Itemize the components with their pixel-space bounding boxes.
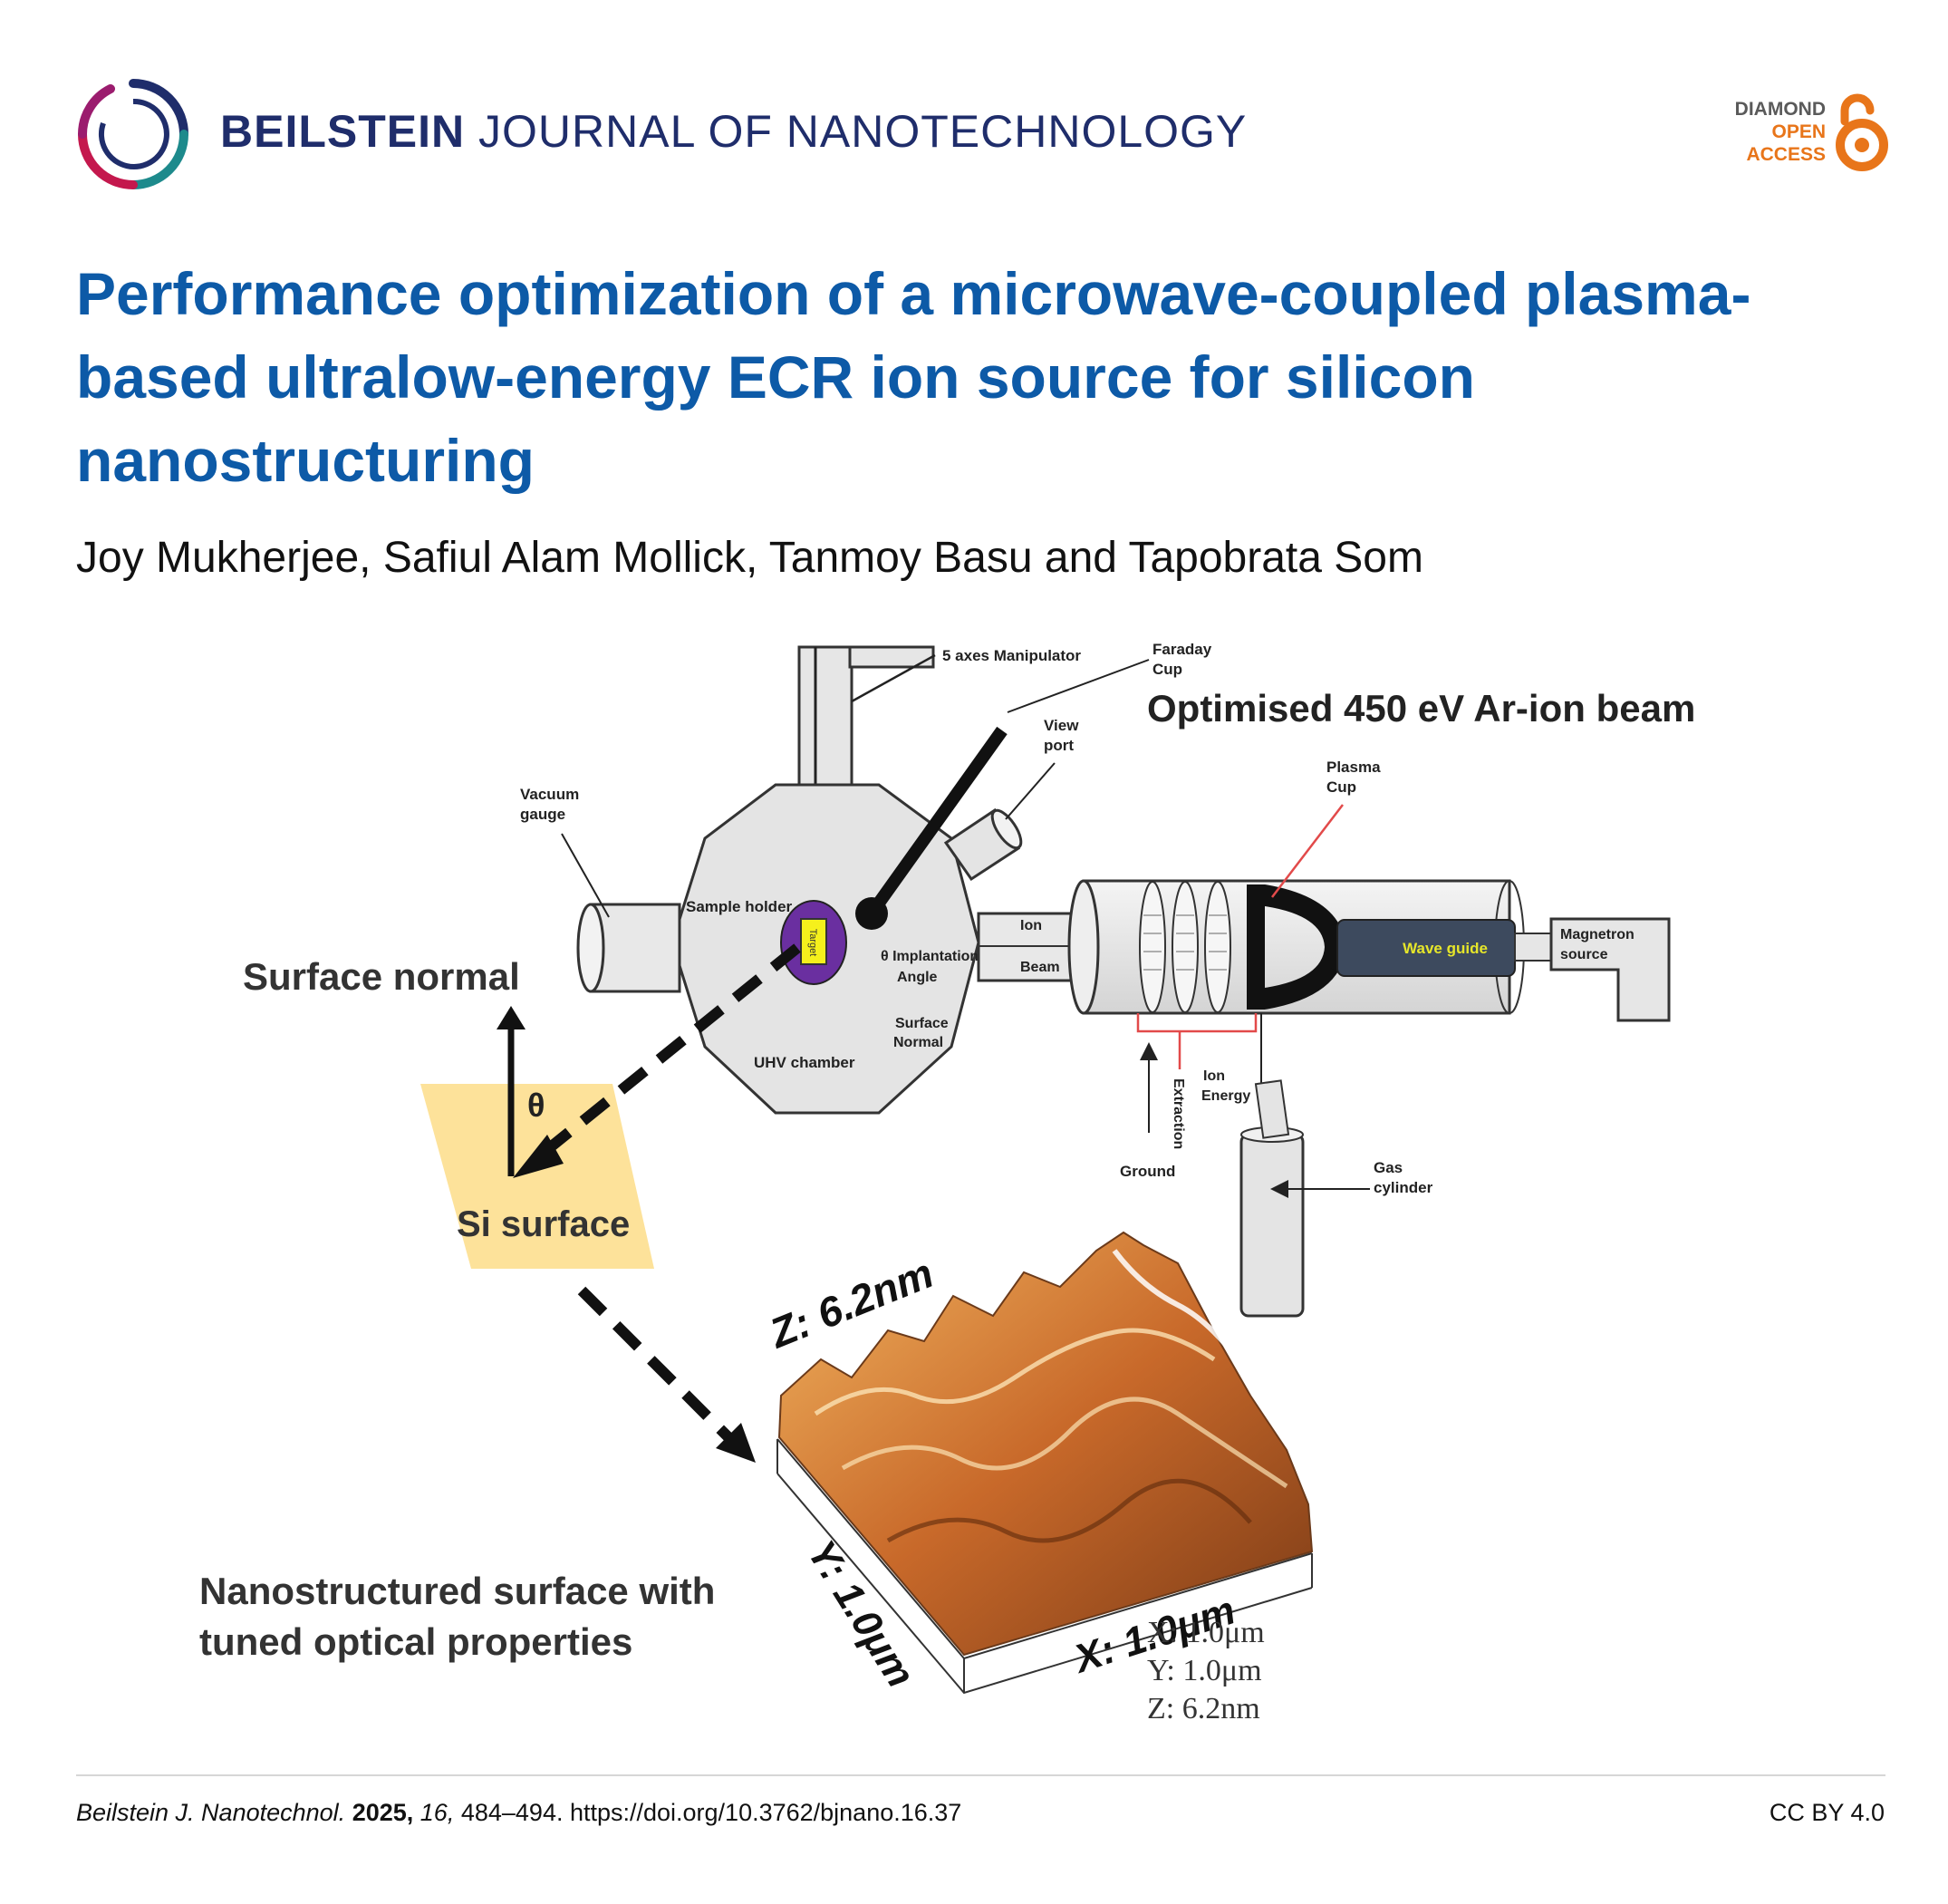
nanostructured-label-1: Nanostructured surface with xyxy=(199,1570,715,1612)
citation-journal: Beilstein J. Nanotechnol. xyxy=(76,1799,345,1826)
citation: Beilstein J. Nanotechnol. 2025, 16, 484–… xyxy=(76,1799,961,1827)
afm-legend-x: X: 1.0μm xyxy=(1147,1616,1265,1649)
theta-label: θ xyxy=(527,1087,545,1124)
afm-legend-y: Y: 1.0μm xyxy=(1147,1654,1262,1687)
ion-energy-label-1: Ion xyxy=(1203,1068,1225,1084)
uhv-chamber-label: UHV chamber xyxy=(754,1054,855,1071)
footer-divider xyxy=(76,1774,1885,1776)
magnetron-label-1: Magnetron xyxy=(1560,927,1635,942)
faraday-label-1: Faraday xyxy=(1152,641,1212,658)
faraday-label-2: Cup xyxy=(1152,661,1182,678)
surface-normal-small-2: Normal xyxy=(893,1035,943,1050)
beam-title: Optimised 450 eV Ar-ion beam xyxy=(1147,687,1695,730)
ion-energy-label-2: Energy xyxy=(1201,1088,1250,1104)
ion-beam-label-2: Beam xyxy=(1020,960,1060,975)
surface-normal-small-1: Surface xyxy=(895,1016,949,1031)
plasma-label-2: Cup xyxy=(1326,778,1356,796)
view-label-2: port xyxy=(1044,737,1074,754)
gas-cylinder xyxy=(1241,1080,1303,1316)
view-label-1: View xyxy=(1044,717,1079,734)
citation-year: 2025, xyxy=(352,1799,414,1826)
plasma-label-1: Plasma xyxy=(1326,759,1381,776)
gas-label-1: Gas xyxy=(1374,1159,1403,1176)
license-label[interactable]: CC BY 4.0 xyxy=(1770,1799,1885,1827)
implantation-label-1: θ Implantation xyxy=(881,949,979,964)
ground-label: Ground xyxy=(1120,1163,1175,1180)
implantation-label-2: Angle xyxy=(897,970,938,985)
extraction-grids xyxy=(1140,882,1230,1012)
ion-beam-label-1: Ion xyxy=(1020,918,1042,933)
wave-guide-label: Wave guide xyxy=(1403,940,1488,957)
nanostructured-label-2: tuned optical properties xyxy=(199,1620,632,1663)
vacuum-label-1: Vacuum xyxy=(520,786,579,803)
citation-doi-link[interactable]: 484–494. https://doi.org/10.3762/bjnano.… xyxy=(461,1799,961,1826)
gas-label-2: cylinder xyxy=(1374,1179,1433,1196)
target-label: Target xyxy=(807,929,818,957)
manipulator-label: 5 axes Manipulator xyxy=(942,647,1081,664)
vacuum-label-2: gauge xyxy=(520,806,565,823)
extraction-label: Extraction xyxy=(1171,1078,1186,1149)
surface-normal-label: Surface normal xyxy=(243,955,520,998)
afm-legend-z: Z: 6.2nm xyxy=(1147,1692,1260,1725)
si-surface-label: Si surface xyxy=(457,1204,630,1244)
citation-volume: 16, xyxy=(420,1799,455,1826)
nano-path-arrow xyxy=(582,1290,728,1437)
magnetron-label-2: source xyxy=(1560,947,1608,962)
sample-holder-label: Sample holder xyxy=(686,898,793,915)
